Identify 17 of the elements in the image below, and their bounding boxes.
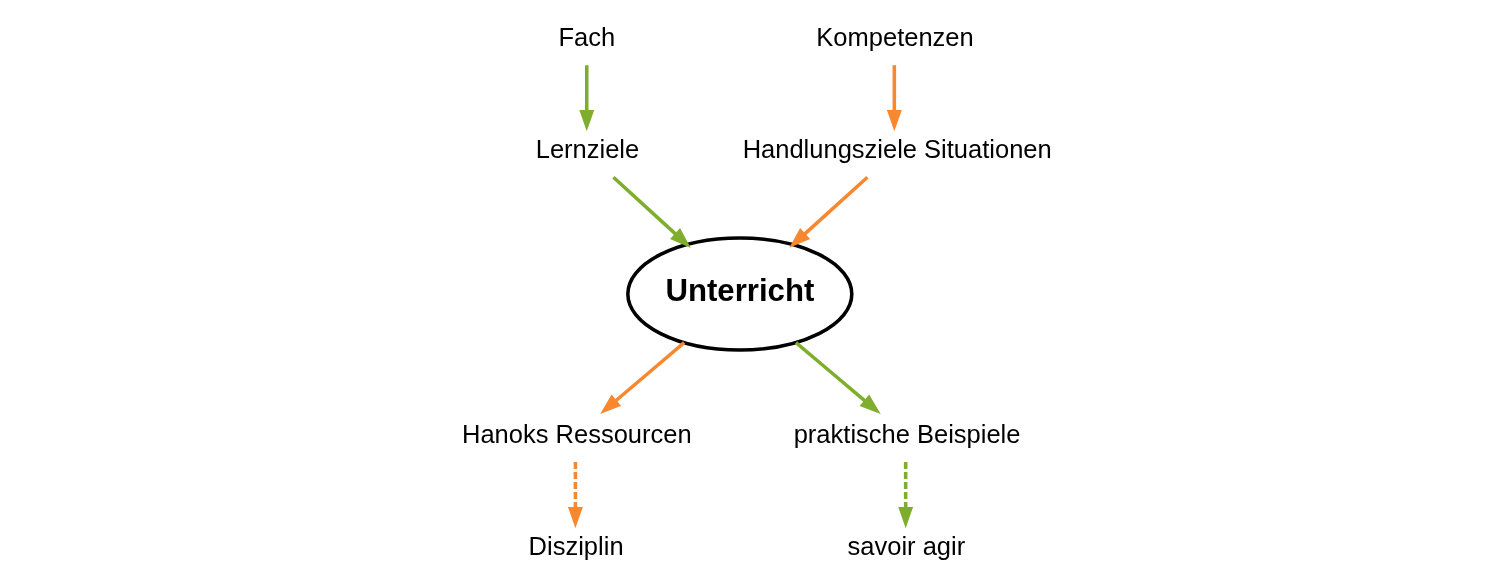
node-text: Handlungsziele Situationen	[742, 134, 1052, 163]
node-text: Disziplin	[528, 531, 624, 560]
node-text: praktische Beispiele	[793, 419, 1021, 448]
node-text: Kompetenzen	[816, 22, 974, 51]
node-text: Lernziele	[535, 134, 640, 163]
arrow	[567, 462, 583, 529]
node-text: savoir agir	[847, 531, 966, 560]
arrow	[898, 462, 914, 529]
arrow	[886, 65, 902, 132]
arrow	[789, 175, 869, 248]
arrow	[579, 65, 595, 132]
node-text: Hanoks Ressourcen	[462, 419, 692, 448]
node-text: Fach	[558, 22, 616, 51]
arrow	[612, 176, 691, 248]
arrow	[600, 341, 686, 415]
node-ellipse: Unterricht	[626, 236, 854, 352]
arrow	[794, 341, 881, 414]
